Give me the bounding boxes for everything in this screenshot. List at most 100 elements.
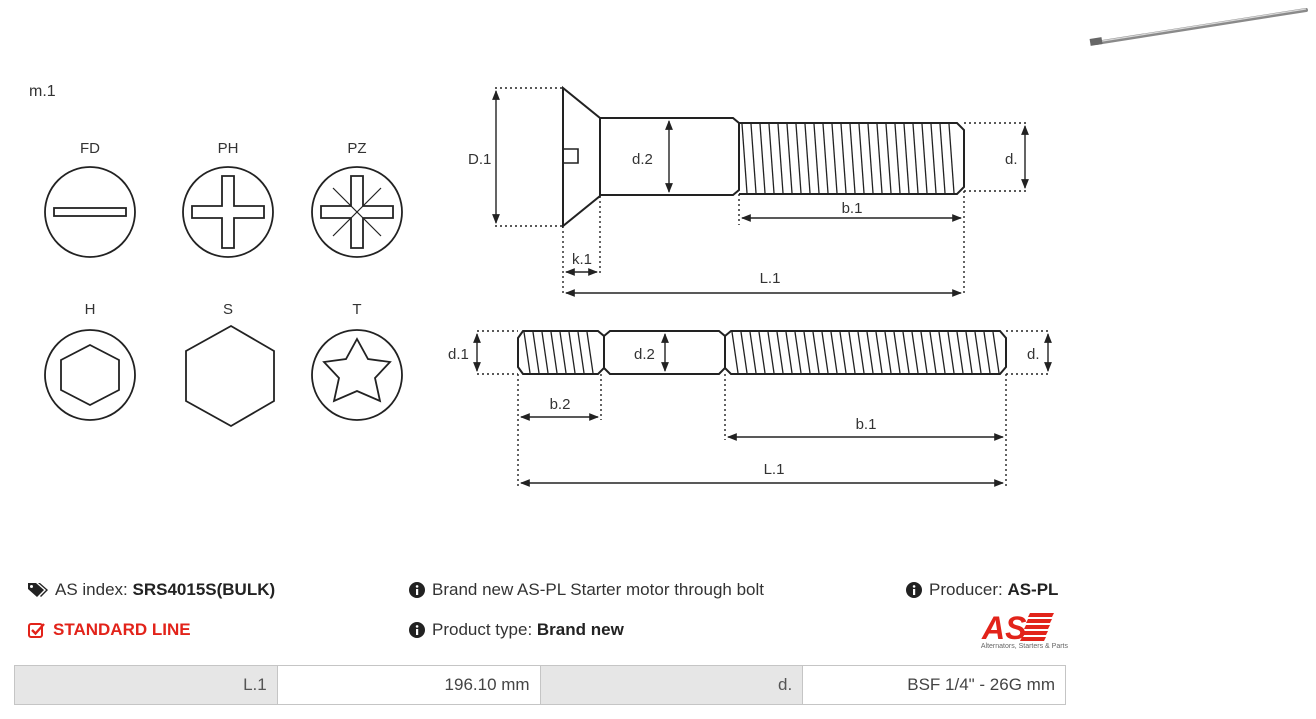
hex-socket-head-icon bbox=[44, 329, 136, 421]
thread-line bbox=[956, 331, 964, 374]
thread-line bbox=[939, 123, 946, 194]
thread-line bbox=[532, 331, 540, 374]
spec-label-d: d. bbox=[539, 665, 804, 705]
head-label-ph: PH bbox=[218, 140, 239, 157]
thread-line bbox=[785, 331, 793, 374]
producer-row: Producer: AS-PL bbox=[906, 580, 1058, 600]
head-label-pz: PZ bbox=[347, 140, 366, 157]
head-label-h: H bbox=[85, 301, 96, 318]
info-icon bbox=[409, 622, 425, 638]
dim-label-d2-top: d.2 bbox=[632, 151, 653, 168]
dim-label-d1: d.1 bbox=[448, 346, 469, 363]
thread-line bbox=[938, 331, 946, 374]
thread-line bbox=[821, 331, 829, 374]
thread-line bbox=[822, 123, 829, 194]
thread-line bbox=[867, 123, 874, 194]
model-label: m.1 bbox=[29, 83, 56, 100]
thread-line bbox=[974, 331, 982, 374]
thread-line bbox=[921, 123, 928, 194]
head-label-fd: FD bbox=[80, 140, 100, 157]
thread-line bbox=[767, 331, 775, 374]
thread-line bbox=[894, 123, 901, 194]
thread-line bbox=[947, 331, 955, 374]
head-label-t: T bbox=[352, 301, 361, 318]
dim-label-k1: k.1 bbox=[572, 251, 592, 268]
dim-label-d-top: d. bbox=[1005, 151, 1018, 168]
thread-line bbox=[983, 331, 991, 374]
thread-line bbox=[965, 331, 973, 374]
thread-line bbox=[884, 331, 892, 374]
logo-text: AS bbox=[981, 610, 1027, 646]
thread-line bbox=[804, 123, 811, 194]
stud-bolt-drawing bbox=[473, 330, 1052, 487]
thread-line bbox=[559, 331, 567, 374]
slotted-head-icon bbox=[44, 166, 136, 258]
as-index-value: SRS4015S(BULK) bbox=[132, 580, 276, 599]
thread-line bbox=[866, 331, 874, 374]
thread-line bbox=[731, 331, 739, 374]
thread-line bbox=[813, 123, 820, 194]
as-index-row: AS index: SRS4015S(BULK) bbox=[28, 580, 275, 600]
thread-line bbox=[839, 331, 847, 374]
thread-line bbox=[803, 331, 811, 374]
product-type-row: Product type: Brand new bbox=[409, 620, 624, 640]
info-icon bbox=[409, 582, 425, 598]
thread-line bbox=[911, 331, 919, 374]
as-index-label: AS index: bbox=[55, 580, 128, 599]
dim-label-b1-bottom: b.1 bbox=[856, 416, 877, 433]
thread-line bbox=[831, 123, 838, 194]
info-icon bbox=[906, 582, 922, 598]
dim-label-L1-top: L.1 bbox=[760, 270, 781, 287]
thread-line bbox=[912, 123, 919, 194]
thread-line bbox=[577, 331, 585, 374]
as-pl-logo: AS bbox=[981, 610, 1054, 646]
thread-line bbox=[830, 331, 838, 374]
countersunk-bolt-drawing bbox=[492, 85, 1029, 297]
spec-value-d: BSF 1/4" - 26G mm bbox=[802, 665, 1066, 705]
spec-table: L.1 196.10 mm d. BSF 1/4" - 26G mm bbox=[14, 665, 1066, 705]
thread-line bbox=[523, 331, 531, 374]
thread-line bbox=[920, 331, 928, 374]
standard-line-row: STANDARD LINE bbox=[28, 620, 191, 640]
dim-label-b1-top: b.1 bbox=[842, 200, 863, 217]
thread-line bbox=[776, 331, 784, 374]
thread-line bbox=[795, 123, 802, 194]
pozidriv-head-icon bbox=[311, 166, 403, 258]
thread-line bbox=[840, 123, 847, 194]
dim-label-b2: b.2 bbox=[550, 396, 571, 413]
thread-line bbox=[929, 331, 937, 374]
dim-label-D1: D.1 bbox=[468, 151, 491, 168]
product-description: Brand new AS-PL Starter motor through bo… bbox=[432, 580, 764, 599]
thread-line bbox=[903, 123, 910, 194]
thread-line bbox=[893, 331, 901, 374]
technical-drawing: m.1 FD PH PZ H S T bbox=[29, 8, 1308, 487]
thread-line bbox=[885, 123, 892, 194]
hex-head-icon bbox=[185, 324, 275, 428]
producer-label: Producer: bbox=[929, 580, 1003, 599]
thread-line bbox=[550, 331, 558, 374]
dim-label-d-bottom: d. bbox=[1027, 346, 1040, 363]
thread-line bbox=[794, 331, 802, 374]
producer-value: AS-PL bbox=[1007, 580, 1059, 599]
phillips-head-icon bbox=[182, 166, 274, 258]
thread-line bbox=[875, 331, 883, 374]
product-thumbnail[interactable] bbox=[1089, 8, 1308, 46]
thread-line bbox=[948, 123, 955, 194]
dim-label-L1-bottom: L.1 bbox=[764, 461, 785, 478]
thread-line bbox=[930, 123, 937, 194]
dim-label-d2-bottom: d.2 bbox=[634, 346, 655, 363]
checkbox-checked-icon bbox=[28, 622, 46, 638]
standard-line-label: STANDARD LINE bbox=[53, 620, 191, 639]
product-type-label: Product type: bbox=[432, 620, 533, 639]
product-type-value: Brand new bbox=[536, 620, 624, 639]
thread-line bbox=[777, 123, 784, 194]
thread-line bbox=[768, 123, 775, 194]
thread-line bbox=[758, 331, 766, 374]
thread-line bbox=[741, 123, 748, 194]
thread-line bbox=[857, 331, 865, 374]
thread-line bbox=[849, 123, 856, 194]
spec-label-l1: L.1 bbox=[14, 665, 278, 705]
thread-line bbox=[786, 123, 793, 194]
thread-line bbox=[759, 123, 766, 194]
thread-line bbox=[858, 123, 865, 194]
